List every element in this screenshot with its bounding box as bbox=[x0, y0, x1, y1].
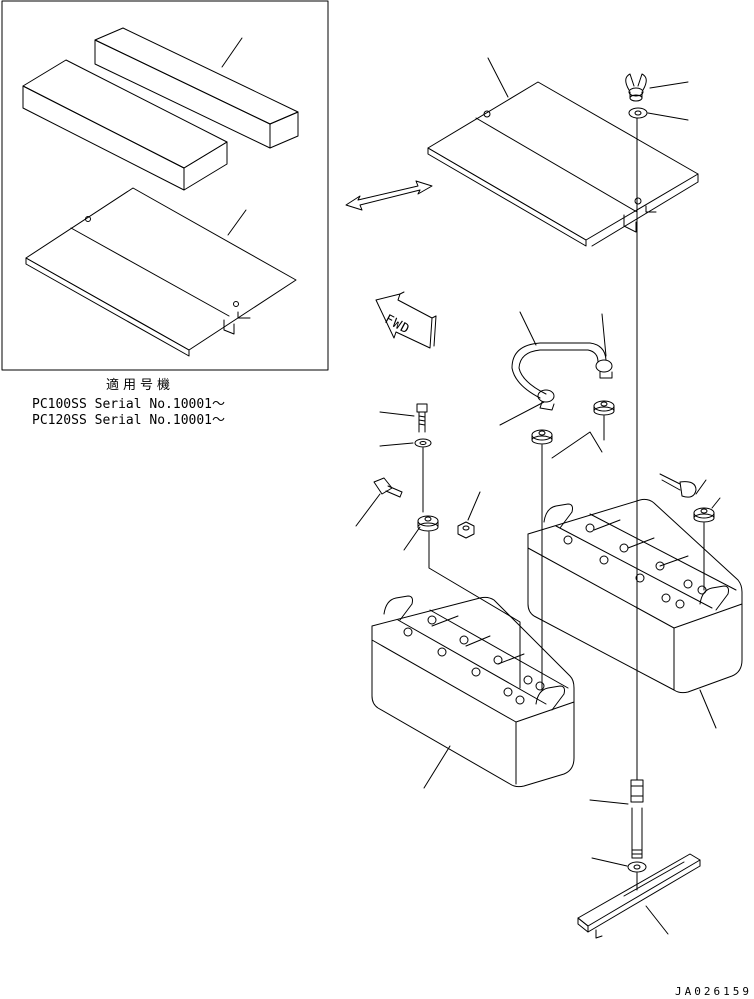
slide-arrow-icon bbox=[345, 180, 433, 211]
leader-cable-end bbox=[601, 313, 607, 357]
leader-clamp bbox=[711, 497, 721, 509]
inset-leader bbox=[221, 37, 243, 68]
battery-cable bbox=[511, 342, 613, 411]
leader-washer-bottom bbox=[591, 857, 628, 867]
leader-washer bbox=[379, 442, 414, 447]
leader-terminal-bolt bbox=[355, 493, 381, 527]
hold-down-bracket bbox=[577, 853, 701, 939]
battery-right bbox=[527, 498, 743, 694]
leader-bolt bbox=[379, 411, 415, 417]
terminal-clamp bbox=[417, 515, 439, 532]
cable-end bbox=[659, 473, 697, 498]
inset-cover-plate bbox=[25, 187, 297, 357]
applicability-row: PC100SS Serial No.10001～ bbox=[32, 397, 226, 412]
drawing-number: JA026159 bbox=[675, 985, 752, 998]
terminal-clamp bbox=[531, 429, 553, 445]
terminal-bolt bbox=[373, 477, 403, 498]
bolt bbox=[416, 403, 428, 433]
leader-cable bbox=[519, 311, 537, 346]
wing-nut bbox=[625, 73, 647, 102]
forward-arrow-icon bbox=[375, 291, 437, 349]
leader-clamp bbox=[403, 526, 421, 551]
washer bbox=[414, 438, 432, 448]
leader-cover bbox=[487, 57, 509, 98]
leader-wing-nut bbox=[649, 81, 689, 89]
leader-battery-right bbox=[699, 689, 717, 729]
washer-top bbox=[628, 107, 648, 119]
leader-clamp bbox=[499, 401, 545, 426]
leader-nut bbox=[467, 491, 481, 521]
lead-line bbox=[428, 531, 521, 689]
leader-cable-end bbox=[695, 479, 707, 495]
terminal-clamp bbox=[693, 507, 715, 523]
leader-bracket bbox=[645, 905, 669, 935]
nut bbox=[457, 521, 475, 539]
battery-left bbox=[371, 595, 575, 788]
j-bolt-thread bbox=[631, 807, 643, 859]
leader-battery-left bbox=[423, 745, 451, 789]
inset-leader bbox=[227, 209, 247, 236]
inset-board-front bbox=[22, 59, 228, 191]
inset-board-rear bbox=[94, 27, 299, 149]
j-bolt-nut bbox=[630, 779, 644, 803]
leader-j-bolt bbox=[589, 799, 629, 805]
battery-cover bbox=[427, 81, 699, 247]
inset-frame bbox=[1, 0, 329, 371]
terminal-clamp bbox=[593, 400, 615, 416]
washer-bottom bbox=[627, 861, 647, 873]
leader-washer-top bbox=[647, 112, 689, 121]
applicability-row: PC120SS Serial No.10001～ bbox=[32, 413, 226, 428]
applicability-header: 適用号機 bbox=[106, 378, 175, 393]
bracket-clamps bbox=[551, 431, 603, 459]
